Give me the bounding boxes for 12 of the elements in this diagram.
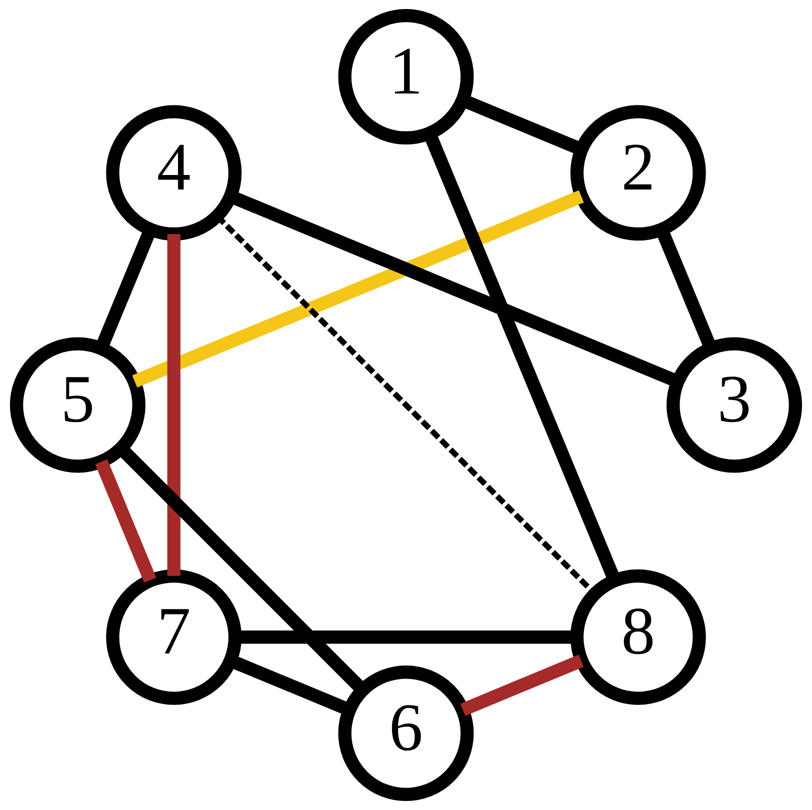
node-circle: 8: [570, 569, 706, 705]
connector: [95, 459, 156, 583]
node-circle: 2: [570, 105, 706, 241]
connector: [460, 654, 584, 716]
node-circle: 1: [338, 8, 474, 144]
node-circle: 6: [338, 666, 474, 802]
connector: [132, 190, 584, 388]
node-circle: 7: [106, 569, 242, 705]
node-circle: 3: [666, 337, 802, 473]
connector: [167, 234, 180, 576]
node-circle: 5: [10, 337, 146, 473]
node-circle: 4: [106, 105, 242, 241]
